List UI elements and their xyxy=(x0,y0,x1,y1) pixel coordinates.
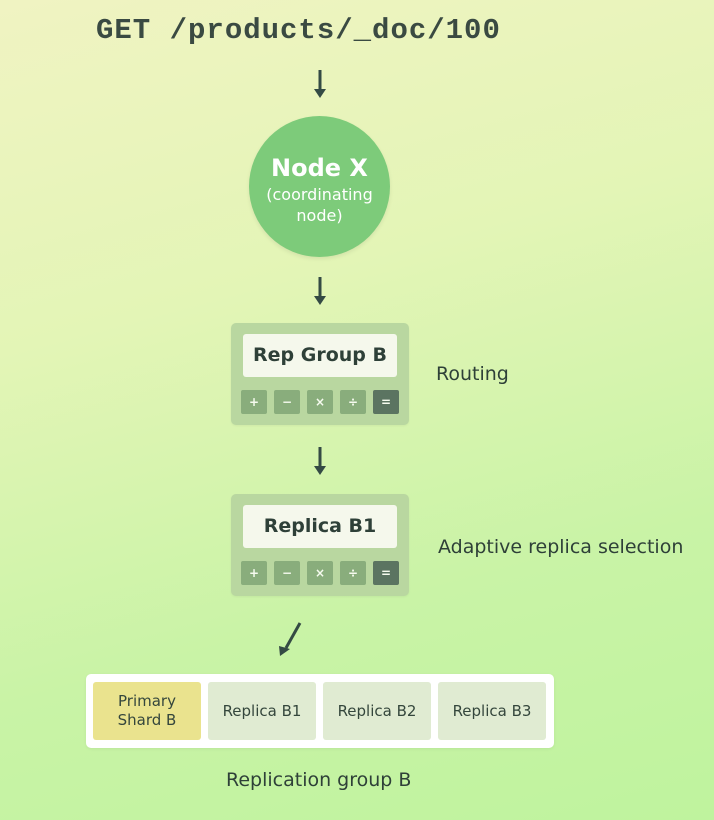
node-subtitle: (coordinating node) xyxy=(266,185,373,225)
multiply-key: × xyxy=(307,561,333,585)
replica-selection-calculator: Replica B1 + − × ÷ = xyxy=(231,494,409,596)
routing-label: Routing xyxy=(436,363,509,385)
selection-label: Adaptive replica selection xyxy=(438,536,684,558)
routing-calculator: Rep Group B + − × ÷ = xyxy=(231,323,409,425)
replica-shard: Replica B3 xyxy=(438,682,546,740)
minus-key: − xyxy=(274,390,300,414)
multiply-key: × xyxy=(307,390,333,414)
equals-key: = xyxy=(373,561,399,585)
primary-shard: Primary Shard B xyxy=(93,682,201,740)
divide-key: ÷ xyxy=(340,390,366,414)
replication-group-label: Replication group B xyxy=(226,769,412,791)
arrow-down-icon xyxy=(314,277,326,305)
plus-key: + xyxy=(241,561,267,585)
request-line: GET /products/_doc/100 xyxy=(96,14,501,47)
coordinating-node: Node X (coordinating node) xyxy=(249,116,390,257)
minus-key: − xyxy=(274,561,300,585)
routing-keys: + − × ÷ = xyxy=(241,390,399,414)
node-title: Node X xyxy=(271,154,368,182)
replica-shard: Replica B1 xyxy=(208,682,316,740)
arrow-down-left-icon xyxy=(279,622,302,656)
selection-keys: + − × ÷ = xyxy=(241,561,399,585)
plus-key: + xyxy=(241,390,267,414)
arrow-down-icon xyxy=(314,447,326,475)
divide-key: ÷ xyxy=(340,561,366,585)
arrow-down-icon xyxy=(314,70,326,98)
replication-group: Primary Shard B Replica B1 Replica B2 Re… xyxy=(86,674,554,748)
equals-key: = xyxy=(373,390,399,414)
selection-display: Replica B1 xyxy=(243,505,397,548)
replica-shard: Replica B2 xyxy=(323,682,431,740)
routing-display: Rep Group B xyxy=(243,334,397,377)
